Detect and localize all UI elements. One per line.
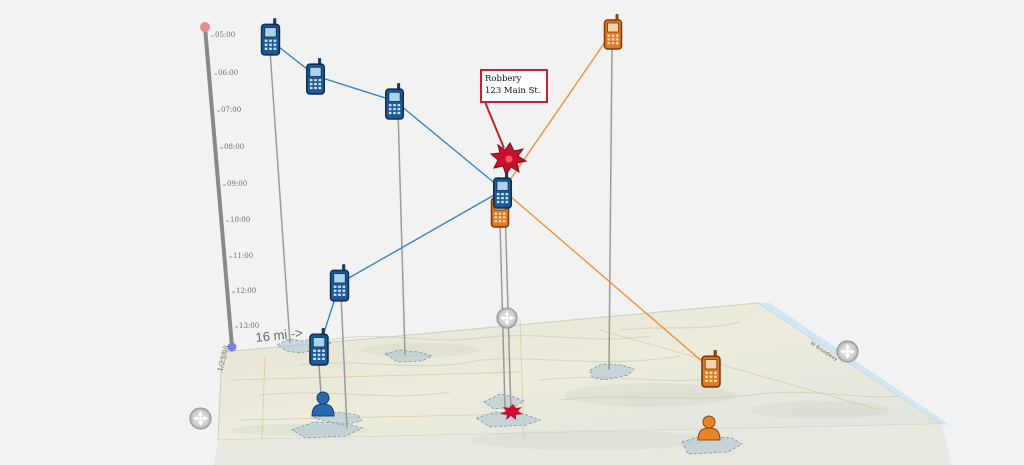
mobile-phone-icon[interactable]: [492, 172, 513, 209]
footprint: [483, 393, 525, 410]
footprint: [589, 363, 635, 381]
time-axis[interactable]: 05:00 06:00 07:00 08:00 09:00 10:00 11:0…: [200, 22, 259, 373]
time-tick-label: 06:00: [218, 69, 238, 77]
callout-title: Robbery: [485, 74, 522, 84]
footprint: [291, 421, 364, 439]
time-slider-end-handle[interactable]: [227, 342, 237, 352]
mobile-phone-icon[interactable]: [305, 58, 326, 95]
incident-callout[interactable]: Robbery 123 Main St.: [480, 69, 548, 103]
mobile-phone-icon[interactable]: [384, 83, 405, 120]
mobile-phone-icon[interactable]: [260, 18, 281, 56]
incident-explosion-icon[interactable]: [489, 142, 528, 177]
time-tick-label: 12:00: [236, 287, 256, 295]
navigation-control-icon[interactable]: [836, 340, 859, 363]
time-slider-start-handle[interactable]: [200, 22, 210, 32]
callout-address: 123 Main St.: [485, 86, 541, 96]
distance-scale-label: 16 mi ->: [255, 325, 304, 345]
orange-phone-track[interactable]: [502, 31, 712, 370]
time-tick-label: 09:00: [227, 180, 247, 188]
footprint: [475, 411, 542, 428]
callout-pointer: [484, 101, 505, 149]
mobile-phone-icon[interactable]: [329, 264, 350, 302]
map-surface[interactable]: W Broadway: [214, 302, 952, 465]
time-tick-label: 11:00: [233, 252, 253, 260]
time-tick-label: 08:00: [224, 143, 244, 151]
blue-phone-track[interactable]: [269, 39, 505, 349]
mobile-phone-icon[interactable]: [603, 14, 623, 50]
time-tick-label: 10:00: [230, 216, 250, 224]
time-tick-label: 13:00: [239, 322, 259, 330]
navigation-control-icon[interactable]: [189, 407, 212, 430]
footprint: [384, 349, 434, 363]
time-tick-label: 05:00: [215, 31, 235, 39]
ground-incident-icon: [500, 404, 523, 420]
navigation-control-icon[interactable]: [496, 307, 518, 329]
mobile-phone-icon[interactable]: [309, 328, 329, 366]
time-tick-label: 07:00: [221, 106, 241, 114]
time-ticks: 05:00 06:00 07:00 08:00 09:00 10:00 11:0…: [211, 31, 259, 330]
